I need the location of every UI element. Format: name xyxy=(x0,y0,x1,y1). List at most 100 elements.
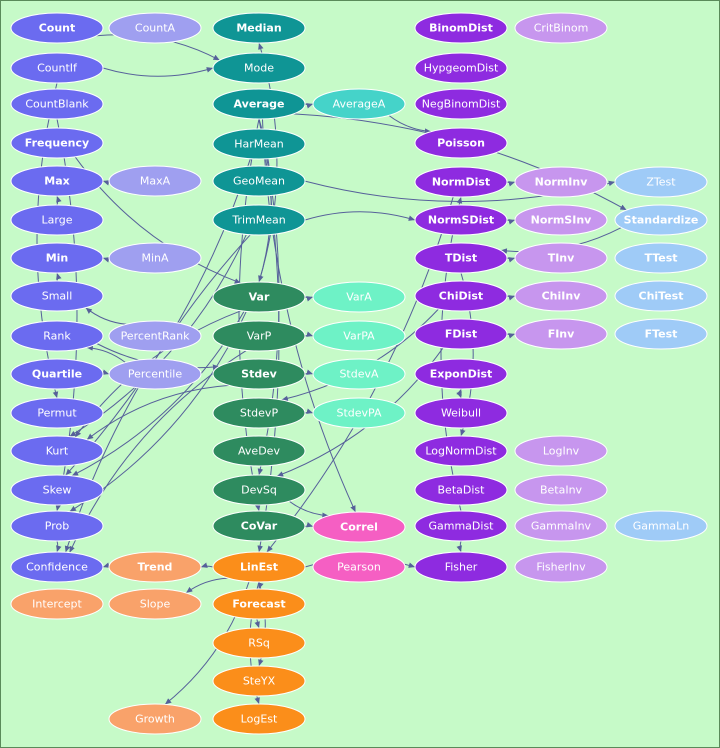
node-weibull[interactable]: Weibull xyxy=(414,397,508,429)
node-devsq-shape xyxy=(212,474,306,506)
node-betadist[interactable]: BetaDist xyxy=(414,474,508,506)
node-fisher[interactable]: Fisher xyxy=(414,551,508,583)
node-mode[interactable]: Mode xyxy=(212,52,306,84)
node-finv[interactable]: FInv xyxy=(514,318,608,350)
node-intercept[interactable]: Intercept xyxy=(10,588,104,620)
node-var[interactable]: Var xyxy=(212,281,306,313)
node-harmean[interactable]: HarMean xyxy=(212,128,306,160)
node-fisherinv[interactable]: FisherInv xyxy=(514,551,608,583)
node-linest[interactable]: LinEst xyxy=(212,551,306,583)
node-average[interactable]: Average xyxy=(212,88,306,120)
node-stdevpa[interactable]: StdevPA xyxy=(312,397,406,429)
node-gammainv[interactable]: GammaInv xyxy=(514,510,608,542)
node-intercept-shape xyxy=(10,588,104,620)
node-fisherinv-shape xyxy=(514,551,608,583)
node-expondist[interactable]: ExponDist xyxy=(414,358,508,390)
node-normsdist[interactable]: NormSDist xyxy=(414,204,508,236)
node-norminv-shape xyxy=(514,166,608,198)
node-stdevp[interactable]: StdevP xyxy=(212,397,306,429)
edge-covar-to-correl xyxy=(304,522,314,528)
node-max[interactable]: Max xyxy=(10,165,104,197)
node-gammadist[interactable]: GammaDist xyxy=(414,510,508,542)
node-ttest[interactable]: TTest xyxy=(614,242,708,274)
node-varp[interactable]: VarP xyxy=(212,320,306,352)
node-tinv-shape xyxy=(514,242,608,274)
node-loginv[interactable]: LogInv xyxy=(514,435,608,467)
node-avedev[interactable]: AveDev xyxy=(212,435,306,467)
node-chidist[interactable]: ChiDist xyxy=(414,280,508,312)
node-median[interactable]: Median xyxy=(212,12,306,44)
edge-gammadist-to-fisher xyxy=(456,540,462,553)
node-mina[interactable]: MinA xyxy=(108,242,202,274)
node-stdev[interactable]: Stdev xyxy=(212,358,306,390)
node-normdist[interactable]: NormDist xyxy=(414,166,508,198)
node-tinv[interactable]: TInv xyxy=(514,242,608,274)
node-varpa[interactable]: VarPA xyxy=(312,320,406,352)
node-hypgeomdist[interactable]: HypgeomDist xyxy=(414,52,508,84)
node-averagea[interactable]: AverageA xyxy=(312,88,406,120)
node-counta[interactable]: CountA xyxy=(108,12,202,44)
node-slope-shape xyxy=(108,588,202,620)
node-frequency[interactable]: Frequency xyxy=(10,127,104,159)
node-growth-label: Growth xyxy=(135,713,175,726)
node-lognormdist-shape xyxy=(414,435,508,467)
edge-weibull-to-expondist xyxy=(456,388,462,399)
node-prob[interactable]: Prob xyxy=(10,510,104,542)
node-permut[interactable]: Permut xyxy=(10,397,104,429)
node-small[interactable]: Small xyxy=(10,280,104,312)
node-gammaln[interactable]: GammaLn xyxy=(614,510,708,542)
node-critbinom[interactable]: CritBinom xyxy=(514,12,608,44)
node-rank[interactable]: Rank xyxy=(10,320,104,352)
node-stdeva[interactable]: StdevA xyxy=(312,358,406,390)
node-loginv-shape xyxy=(514,435,608,467)
node-large[interactable]: Large xyxy=(10,204,104,236)
node-ztest[interactable]: ZTest xyxy=(614,166,708,198)
node-lognormdist[interactable]: LogNormDist xyxy=(414,435,508,467)
node-vara[interactable]: VarA xyxy=(312,281,406,313)
node-geomean[interactable]: GeoMean xyxy=(212,165,306,197)
node-quartile[interactable]: Quartile xyxy=(10,358,104,390)
node-standardize[interactable]: Standardize xyxy=(614,204,708,236)
node-confidence[interactable]: Confidence xyxy=(10,551,104,583)
node-skew[interactable]: Skew xyxy=(10,474,104,506)
node-maxa[interactable]: MaxA xyxy=(108,165,202,197)
node-pearson[interactable]: Pearson xyxy=(312,551,406,583)
node-covar[interactable]: CoVar xyxy=(212,510,306,542)
node-ftest[interactable]: FTest xyxy=(614,318,708,350)
node-trend[interactable]: Trend xyxy=(108,551,202,583)
node-percentile[interactable]: Percentile xyxy=(108,358,202,390)
node-normsinv[interactable]: NormSInv xyxy=(514,204,608,236)
node-trimmean[interactable]: TrimMean xyxy=(212,204,306,236)
node-countif[interactable]: CountIf xyxy=(10,52,104,84)
node-forecast[interactable]: Forecast xyxy=(212,588,306,620)
node-steyx[interactable]: SteYX xyxy=(212,665,306,697)
node-count[interactable]: Count xyxy=(10,12,104,44)
node-percentile-label: Percentile xyxy=(128,368,183,381)
node-growth[interactable]: Growth xyxy=(108,703,202,735)
node-stdev-label: Stdev xyxy=(241,368,278,381)
node-correl[interactable]: Correl xyxy=(312,511,406,543)
node-min[interactable]: Min xyxy=(10,242,104,274)
node-logest[interactable]: LogEst xyxy=(212,703,306,735)
node-chiinv[interactable]: ChiInv xyxy=(514,280,608,312)
edge-countif-to-mode xyxy=(102,67,214,77)
node-growth-shape xyxy=(108,703,202,735)
edge-percentrank-to-small xyxy=(85,307,127,325)
node-percentrank[interactable]: PercentRank xyxy=(108,320,202,352)
node-negbinomdist[interactable]: NegBinomDist xyxy=(414,88,508,120)
node-slope[interactable]: Slope xyxy=(108,588,202,620)
node-countblank-label: CountBlank xyxy=(25,98,89,111)
node-betainv[interactable]: BetaInv xyxy=(514,474,608,506)
node-chitest[interactable]: ChiTest xyxy=(614,280,708,312)
node-tdist[interactable]: TDist xyxy=(414,242,508,274)
node-devsq[interactable]: DevSq xyxy=(212,474,306,506)
node-norminv[interactable]: NormInv xyxy=(514,166,608,198)
node-gammaln-label: GammaLn xyxy=(633,520,690,533)
node-rsq[interactable]: RSq xyxy=(212,627,306,659)
node-binomdist[interactable]: BinomDist xyxy=(414,12,508,44)
node-poisson[interactable]: Poisson xyxy=(414,127,508,159)
node-kurt[interactable]: Kurt xyxy=(10,435,104,467)
node-fdist[interactable]: FDist xyxy=(414,318,508,350)
node-mode-label: Mode xyxy=(244,62,274,75)
node-countblank[interactable]: CountBlank xyxy=(10,88,104,120)
